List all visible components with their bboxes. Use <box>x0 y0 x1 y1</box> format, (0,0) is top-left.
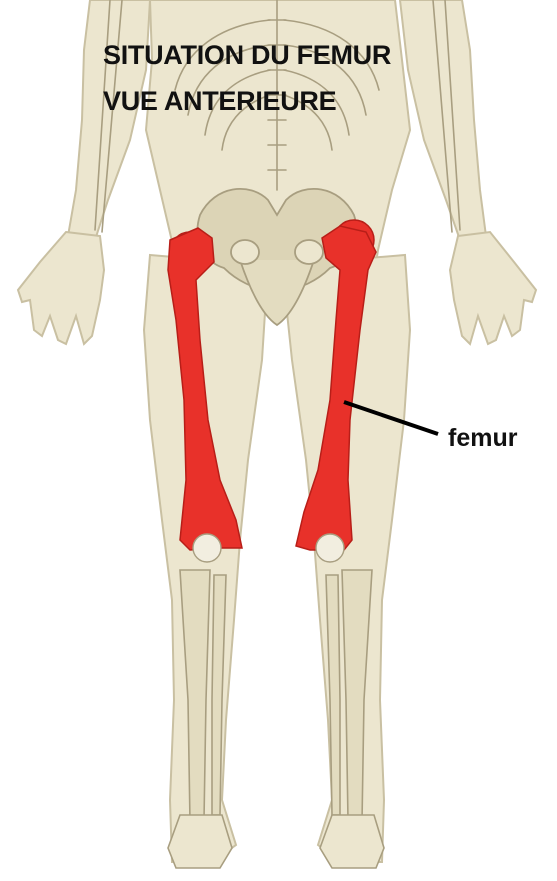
figure-title-line-1: SITUATION DU FEMUR <box>103 40 391 71</box>
kneecaps <box>193 534 344 562</box>
femur-label: femur <box>448 424 517 453</box>
figure-title-line-2: VUE ANTERIEURE <box>103 86 336 117</box>
feet <box>168 815 384 868</box>
